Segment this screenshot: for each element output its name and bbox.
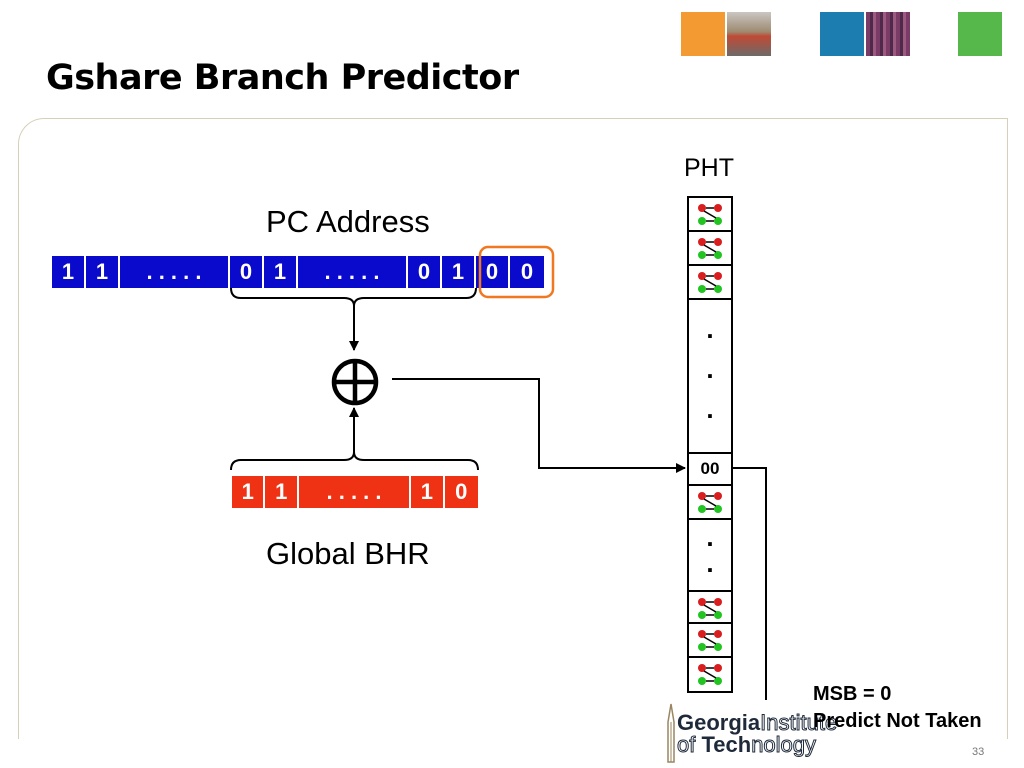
pht-ellipsis: . bbox=[706, 522, 714, 552]
slide-number: 33 bbox=[972, 746, 985, 758]
green-tile bbox=[958, 12, 1002, 56]
pht-counter-row bbox=[689, 266, 731, 300]
pc-ellipsis: . . . . . bbox=[120, 256, 230, 288]
global-bhr-register: 1 1 . . . . . 1 0 bbox=[230, 474, 480, 510]
counter-state-icon bbox=[698, 272, 722, 293]
pattern-history-table: . . . 00 . . bbox=[687, 196, 733, 693]
counter-state-icon bbox=[698, 598, 722, 619]
counter-state-icon bbox=[698, 630, 722, 651]
pht-counter-row bbox=[689, 232, 731, 266]
prediction-result: Predict Not Taken bbox=[813, 710, 982, 732]
counter-state-icon bbox=[698, 492, 722, 513]
pht-ellipsis: . bbox=[706, 354, 714, 384]
logo-text: nology bbox=[751, 732, 817, 757]
counter-state-icon bbox=[698, 664, 722, 685]
pht-ellipsis: . bbox=[706, 548, 714, 578]
pc-bit: 0 bbox=[230, 256, 264, 288]
pc-bit: 0 bbox=[476, 256, 510, 288]
tower-icon bbox=[667, 703, 675, 763]
msb-result: MSB = 0 bbox=[813, 683, 892, 705]
pc-bit: 1 bbox=[86, 256, 120, 288]
pht-counter-row bbox=[689, 624, 731, 658]
bhr-bit: 1 bbox=[232, 476, 266, 508]
bhr-bit: 0 bbox=[444, 476, 478, 508]
global-bhr-label: Global BHR bbox=[266, 536, 430, 571]
bhr-bit: 1 bbox=[411, 476, 445, 508]
pht-counter-row bbox=[689, 198, 731, 232]
pc-bit: 0 bbox=[510, 256, 544, 288]
pht-selected-entry: 00 bbox=[689, 452, 731, 486]
pht-counter-row bbox=[689, 590, 731, 624]
pc-ellipsis: . . . . . bbox=[298, 256, 408, 288]
logo-text: Tech bbox=[701, 732, 752, 757]
content-panel bbox=[18, 118, 1008, 739]
pc-bit: 1 bbox=[442, 256, 476, 288]
pht-counter-row bbox=[689, 486, 731, 520]
bhr-ellipsis: . . . . . bbox=[298, 476, 412, 508]
pht-counter-row bbox=[689, 658, 731, 692]
pc-bit: 1 bbox=[52, 256, 86, 288]
pht-ellipsis: . bbox=[706, 314, 714, 344]
logo-text: of bbox=[676, 732, 702, 757]
pht-ellipsis: . bbox=[706, 394, 714, 424]
pc-address-register: 1 1 . . . . . 0 1 . . . . . 0 1 0 0 bbox=[50, 254, 548, 290]
slide-title: Gshare Branch Predictor bbox=[46, 58, 519, 98]
logo-text: Georgia bbox=[677, 710, 761, 735]
bhr-bit: 1 bbox=[265, 476, 299, 508]
pc-bit: 1 bbox=[264, 256, 298, 288]
counter-state-icon bbox=[698, 204, 722, 225]
logo-text: Institute bbox=[760, 710, 838, 735]
blue-tile bbox=[820, 12, 864, 56]
georgia-tech-logo: GeorgiaInstitute of Technology bbox=[645, 700, 888, 768]
pc-address-label: PC Address bbox=[266, 204, 430, 239]
counter-state-icon bbox=[698, 238, 722, 259]
photo-tile-chip bbox=[866, 12, 910, 56]
orange-tile bbox=[681, 12, 725, 56]
pht-label: PHT bbox=[684, 154, 734, 182]
photo-tile-campus bbox=[727, 12, 771, 56]
pc-bit: 0 bbox=[408, 256, 442, 288]
